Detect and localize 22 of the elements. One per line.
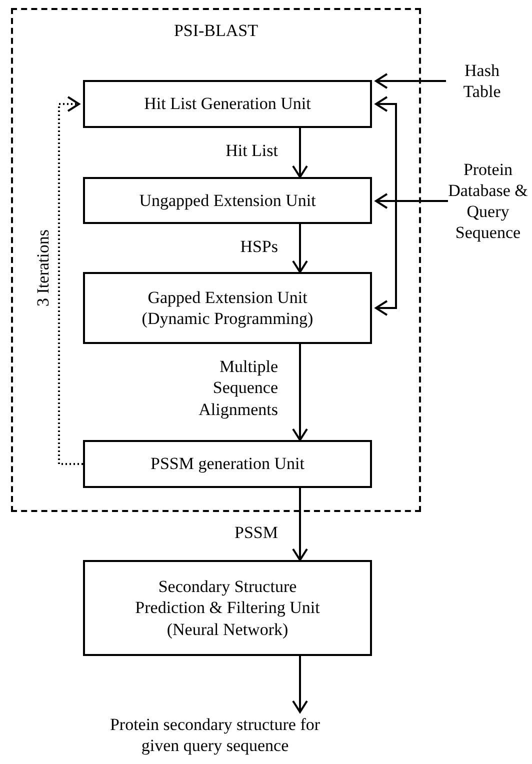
group-title: PSI-BLAST xyxy=(174,20,258,42)
box-label: Secondary Structure Prediction & Filtering Unit (Neural Network) xyxy=(134,576,321,640)
process-box xyxy=(83,177,372,224)
process-box xyxy=(83,440,372,488)
arrow xyxy=(292,128,308,178)
box-label: PSSM generation Unit xyxy=(150,453,304,475)
arrow xyxy=(292,488,308,561)
text-label: Protein secondary structure for given query sequence xyxy=(108,714,322,756)
arrow xyxy=(292,224,308,273)
box-label: Gapped Extension Unit (Dynamic Programming) xyxy=(140,286,314,330)
dotted-arrow xyxy=(58,96,83,465)
process-box xyxy=(83,560,372,656)
dashed-group-boundary xyxy=(11,8,421,512)
process-box xyxy=(83,272,372,344)
arrow xyxy=(292,344,308,441)
box-label: Hit List Generation Unit xyxy=(144,93,311,115)
text-label: Hash Table xyxy=(462,60,502,102)
box-label: Ungapped Extension Unit xyxy=(139,190,316,212)
process-box xyxy=(83,80,372,128)
text-label: Protein Database & Query Sequence xyxy=(448,158,528,244)
arrow xyxy=(375,73,446,89)
arrow xyxy=(292,656,308,713)
